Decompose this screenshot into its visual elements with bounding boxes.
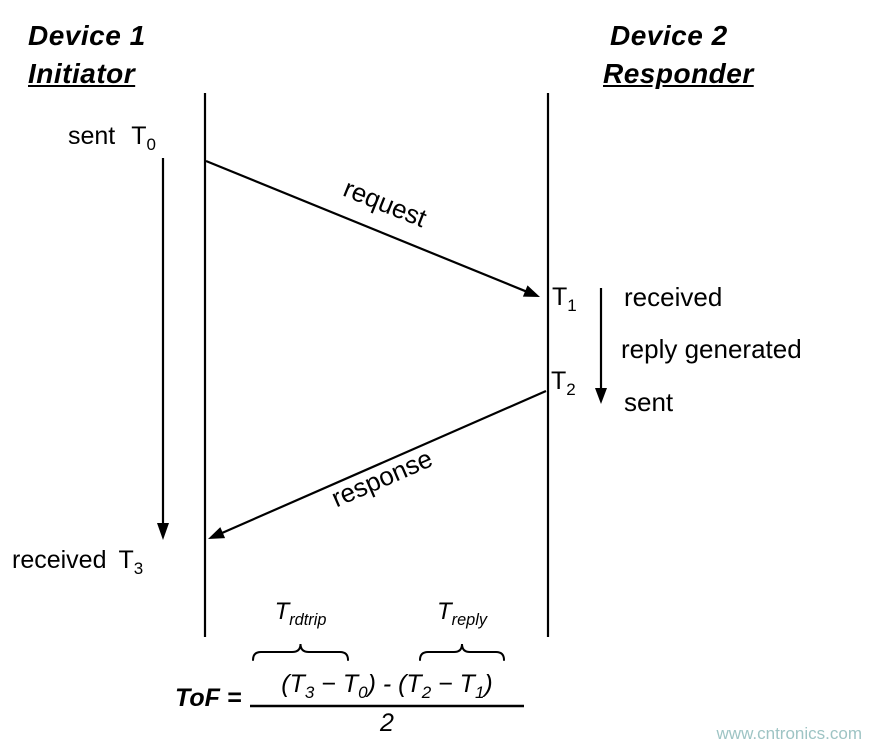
- overbrace-reply: [419, 643, 505, 661]
- sent-t0-label: sent T0: [68, 122, 156, 155]
- t3-symbol: T3: [118, 546, 144, 578]
- request-arrow-line: [205, 159, 528, 293]
- formula-numerator: (T3 − T0) - (T2 − T1): [281, 670, 493, 702]
- formula-denominator: 2: [380, 709, 394, 737]
- request-arrowhead-icon: [522, 285, 540, 297]
- responder-sent-label: sent: [624, 387, 674, 417]
- treply-label: Treply: [436, 598, 488, 629]
- device2-title: Device 2: [610, 20, 728, 51]
- t2-symbol: T2: [551, 367, 576, 399]
- device2-role: Responder: [603, 58, 754, 89]
- received-t3-label: received T3: [12, 546, 143, 579]
- received-text: received: [12, 546, 107, 574]
- responder-reply-generated-label: reply generated: [621, 334, 802, 364]
- sent-text: sent: [68, 122, 116, 150]
- initiator-time-arrowhead-icon: [157, 523, 169, 540]
- trdtrip-label: Trdtrip: [274, 598, 327, 629]
- response-arrow-line: [221, 389, 547, 535]
- t0-symbol: T0: [131, 122, 157, 154]
- device1-title: Device 1: [28, 20, 146, 51]
- response-arrowhead-icon: [208, 527, 226, 539]
- device1-role: Initiator: [28, 58, 136, 89]
- overbrace-rdtrip: [252, 643, 349, 661]
- watermark: www.cntronics.com: [716, 724, 862, 743]
- tof-equals-label: ToF =: [175, 684, 242, 712]
- responder-reply-arrowhead-icon: [595, 388, 607, 404]
- t1-symbol: T1: [552, 283, 577, 315]
- responder-received-label: received: [624, 282, 723, 312]
